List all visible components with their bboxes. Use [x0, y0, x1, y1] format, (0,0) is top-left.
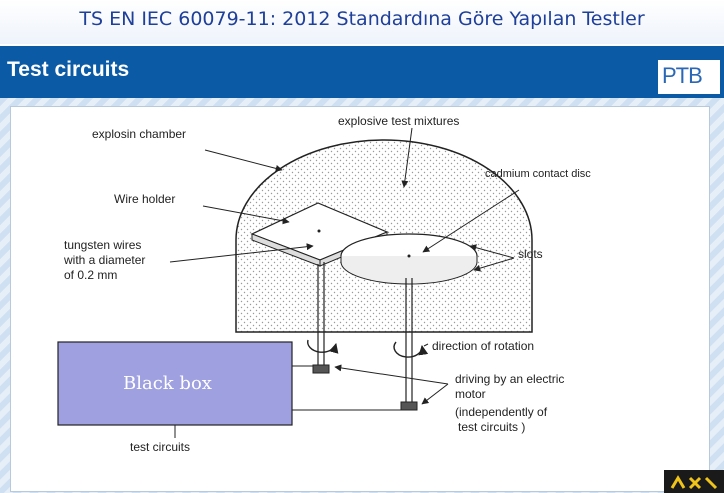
section-title: Test circuits [7, 58, 130, 81]
black-box [57, 341, 293, 426]
coupling-right [400, 401, 418, 411]
section-band [0, 46, 724, 98]
slide-title: TS EN IEC 60079-11: 2012 Standardına Gör… [79, 8, 645, 30]
label-black-box: Black box [123, 373, 212, 394]
label-motor-1: driving by an electric [455, 372, 565, 386]
label-slots: slots [518, 247, 543, 261]
rotation-arrow-right [393, 341, 429, 358]
coupling-left [312, 364, 330, 374]
label-test-circuits: test circuits [130, 440, 191, 454]
label-rotation: direction of rotation [432, 339, 535, 353]
label-tungsten-3: of 0.2 mm [64, 268, 118, 282]
label-tungsten-1: tungsten wires [64, 238, 142, 252]
title-bar [0, 0, 724, 44]
label-wire-holder: Wire holder [114, 192, 176, 206]
label-independent-2: test circuits ) [458, 420, 526, 434]
label-motor-2: motor [455, 387, 486, 401]
label-tungsten-2: with a diameter [64, 253, 146, 267]
label-independent-1: (independently of [455, 405, 548, 419]
rotation-arrow-left [307, 339, 339, 354]
label-explosive-mixtures: explosive test mixtures [338, 114, 460, 128]
ptb-logo [658, 60, 720, 94]
label-explosion-chamber: explosin chamber [92, 127, 187, 141]
label-cadmium-disc: cadmium contact disc [485, 168, 591, 180]
corner-logo-icon [664, 470, 724, 493]
ptb-logo-text: PTB [662, 63, 703, 88]
